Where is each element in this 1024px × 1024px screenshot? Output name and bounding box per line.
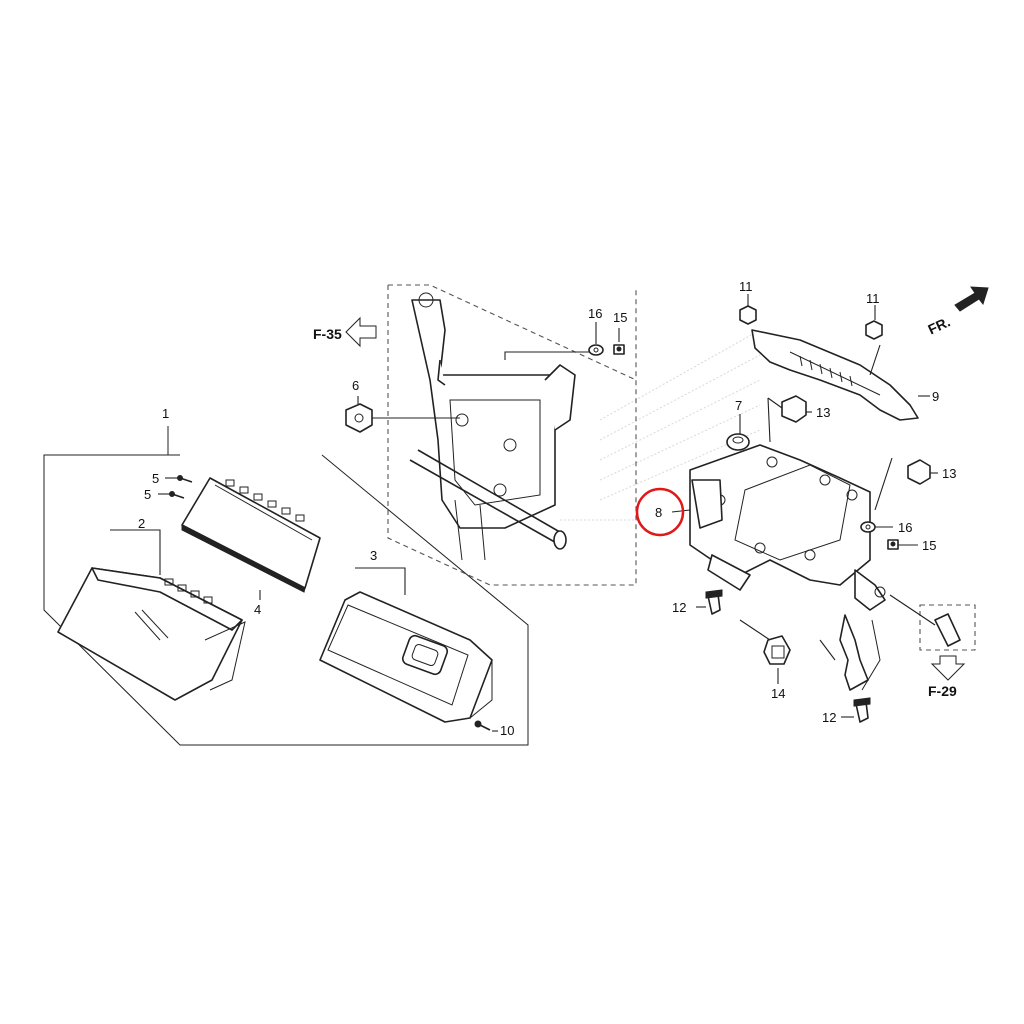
callout-5-upper: 5 (152, 471, 159, 486)
callout-15-top: 15 (613, 310, 627, 325)
callout-5-lower: 5 (144, 487, 151, 502)
part-16-washer-top[interactable] (588, 344, 604, 356)
highlight-circle (635, 487, 685, 537)
reference-f29: F-29 (928, 655, 966, 699)
part-3-case[interactable] (319, 591, 493, 723)
callout-16-top: 16 (588, 306, 602, 321)
callout-14: 14 (771, 686, 785, 701)
callout-12-left: 12 (672, 600, 686, 615)
harness-cable[interactable] (839, 614, 881, 691)
callout-13-right: 13 (942, 466, 956, 481)
callout-1: 1 (162, 406, 169, 421)
part-10-screw[interactable] (474, 720, 491, 731)
part-9-cover[interactable] (751, 329, 919, 421)
callout-10: 10 (500, 723, 514, 738)
reference-f29-label: F-29 (928, 683, 957, 699)
front-direction-indicator: FR. (925, 286, 989, 338)
callout-3: 3 (370, 548, 377, 563)
part-5-screws[interactable] (169, 475, 193, 499)
part-15-bolt-right[interactable] (887, 539, 899, 550)
callout-15-right: 15 (922, 538, 936, 553)
callout-11-right: 11 (866, 291, 880, 306)
harness-connector[interactable] (934, 613, 961, 647)
meter-assembly-group (43, 426, 529, 746)
callout-4: 4 (254, 602, 261, 617)
callout-11-left: 11 (739, 279, 753, 294)
callout-9: 9 (932, 389, 939, 404)
callout-labels: 1 2 3 4 5 5 6 7 8 9 10 11 11 12 12 13 13… (138, 279, 956, 738)
part-6-grommet[interactable] (345, 403, 373, 433)
reference-f35: F-35 (313, 316, 377, 348)
part-13-clip-right[interactable] (907, 459, 931, 485)
callout-6: 6 (352, 378, 359, 393)
part-13-clip-top[interactable] (781, 395, 807, 423)
callout-12-bottom: 12 (822, 710, 836, 725)
front-direction-label: FR. (925, 313, 952, 337)
part-15-bolt-top[interactable] (613, 344, 625, 355)
part-16-washer-right[interactable] (860, 521, 876, 533)
part-8-bracket[interactable] (689, 444, 886, 611)
callout-13-top: 13 (816, 405, 830, 420)
callout-7: 7 (735, 398, 742, 413)
part-12-bolt-left[interactable] (705, 589, 723, 615)
part-7-collar[interactable] (726, 433, 750, 451)
reference-f35-label: F-35 (313, 326, 342, 342)
right-bracket-group (671, 294, 976, 723)
part-2-lens[interactable] (57, 567, 246, 701)
part-11-nut-right[interactable] (865, 320, 883, 340)
part-12-bolt-bottom[interactable] (853, 697, 871, 723)
callout-8: 8 (655, 505, 662, 520)
upper-frame-group (345, 284, 637, 586)
callout-2: 2 (138, 516, 145, 531)
callout-16-right: 16 (898, 520, 912, 535)
part-4-board[interactable] (181, 477, 321, 593)
upper-frame[interactable] (409, 292, 576, 561)
part-14-clamp[interactable] (763, 635, 791, 665)
part-11-nut-left[interactable] (739, 305, 757, 325)
